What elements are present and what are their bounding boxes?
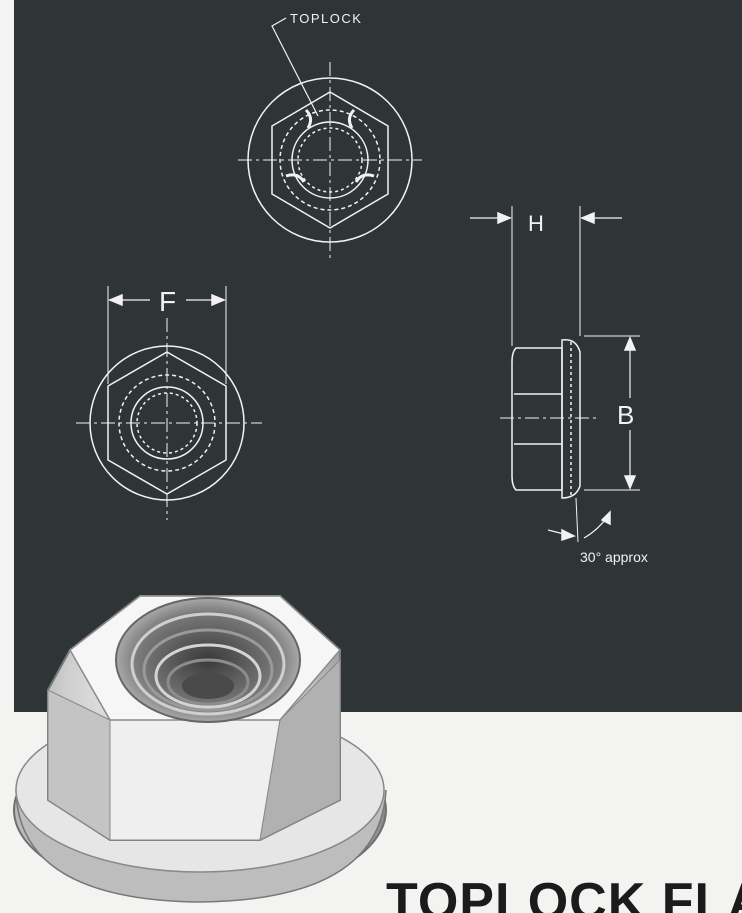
toplock-label: TOPLOCK: [290, 11, 362, 26]
dim-f-label: F: [159, 286, 176, 317]
front-view-drawing: [76, 286, 262, 520]
angle-label: 30° approx: [580, 549, 648, 565]
dim-b-label: B: [617, 400, 634, 430]
dim-h-label: H: [528, 211, 544, 236]
side-view-drawing: [470, 206, 640, 543]
product-title: TOPLOCK FLA: [386, 873, 742, 913]
technical-drawing-board: [14, 0, 742, 712]
top-view-drawing: [238, 17, 422, 260]
flange-nut-image: [13, 595, 387, 903]
